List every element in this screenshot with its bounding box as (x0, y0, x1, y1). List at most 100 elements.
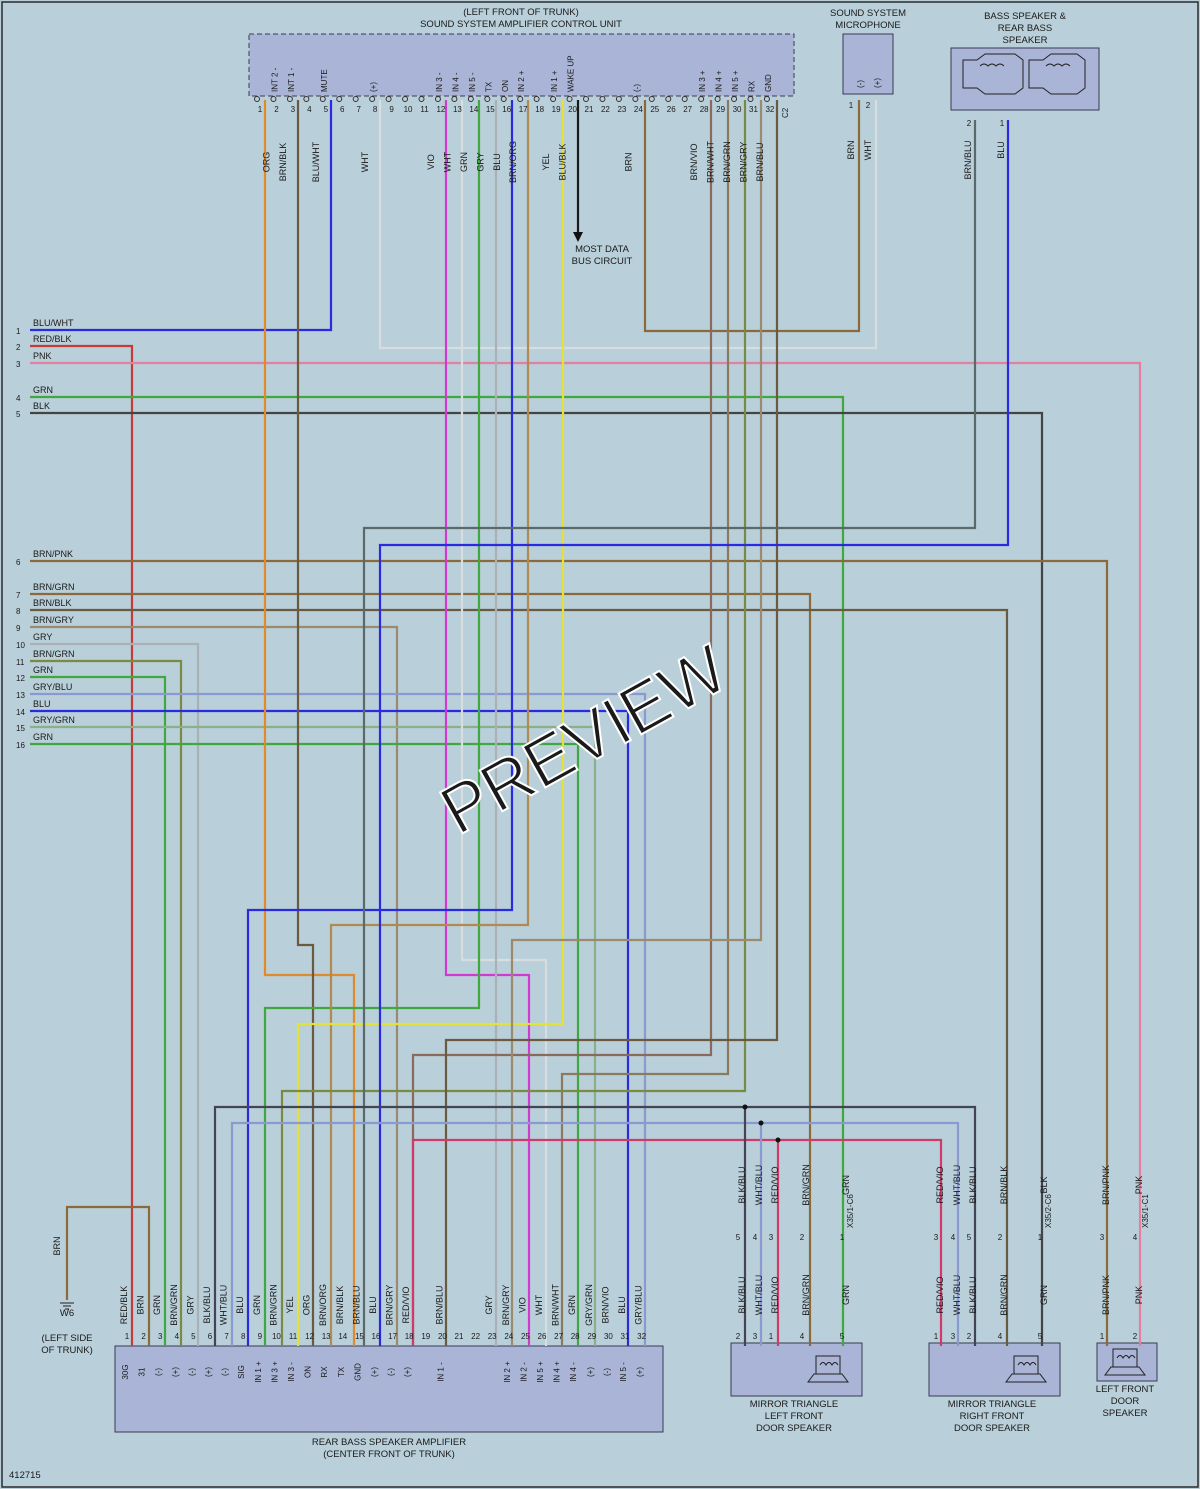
amp-pin-14: 14 (469, 105, 478, 114)
rear-wire-color-23: GRY (484, 1295, 494, 1314)
rear-func-11: IN 3 - (287, 1362, 296, 1382)
rear-wire-color-7: WHT/BLU (219, 1285, 229, 1326)
amp-wire-color-24: BRN (623, 152, 633, 171)
right-spk-bot-pin-4: 5 (1038, 1332, 1043, 1341)
rear-pin-18: 18 (405, 1332, 414, 1341)
amp-func-19: IN 1 + (550, 70, 559, 92)
rear-func-31: IN 5 - (619, 1362, 628, 1382)
right-spk-bot-pin-0: 1 (934, 1332, 939, 1341)
wire-ground (65, 1205, 151, 1346)
rear-pin-5: 5 (191, 1332, 196, 1341)
mic-func-1: (-) (856, 80, 865, 88)
amp-pin-15: 15 (486, 105, 495, 114)
amp-func-5: MUTE (320, 69, 329, 92)
rear-wire-color-8: BLU (235, 1296, 245, 1314)
left-wire-color-2: RED/BLK (33, 334, 72, 344)
left-wire-num-5: 5 (16, 410, 21, 419)
right-spk-top-pin-4: 1 (1038, 1233, 1043, 1242)
left-wire-num-8: 8 (16, 607, 21, 616)
bass-speaker-icon (962, 53, 1086, 95)
wire-left-7 (30, 592, 812, 1346)
left-spk-top-pin-0: 5 (736, 1233, 741, 1242)
rear-pin-16: 16 (372, 1332, 381, 1341)
left-wire-color-1: BLU/WHT (33, 318, 74, 328)
rear-wire-color-32: GRY/BLU (634, 1285, 644, 1324)
rear-pin-31: 31 (621, 1332, 630, 1341)
left-speaker-title-2: LEFT FRONT (765, 1411, 824, 1422)
rear-func-16: (+) (370, 1367, 379, 1377)
left-wire-num-12: 12 (16, 674, 25, 683)
rear-wire-color-13: BRN/ORG (318, 1284, 328, 1326)
rear-func-27: IN 4 + (553, 1361, 562, 1383)
amp-func-3: INT 1 - (287, 67, 296, 92)
amp-terminal-23 (615, 96, 622, 102)
amp-wire-color-20: BLU/BLK (558, 143, 568, 180)
left-wire-color-15: GRY/GRN (33, 715, 75, 725)
right-mirror-speaker-box (928, 1342, 1061, 1397)
left-wire-color-16: GRN (33, 732, 53, 742)
amp-wire-color-14: GRN (459, 152, 469, 172)
ground-id: W6 (60, 1308, 74, 1319)
bass-title-1: BASS SPEAKER & (984, 11, 1067, 22)
rear-func-15: GND (353, 1363, 362, 1381)
rear-wire-color-14: BRN/BLK (335, 1286, 345, 1325)
door-spk-top-pin-0: 3 (1100, 1233, 1105, 1242)
amp-func-17: IN 2 + (517, 70, 526, 92)
door-speaker-icon (1104, 1348, 1146, 1376)
ground-label-1: (LEFT SIDE (41, 1333, 92, 1344)
amp-terminal-30 (731, 96, 738, 102)
rear-pin-9: 9 (258, 1332, 263, 1341)
wire-left-8 (30, 608, 1009, 1346)
amp-wire-color-30: BRN/GRN (722, 141, 732, 183)
amp-wire-color-17: BRN/ORG (508, 141, 518, 183)
right-spk-bot-color-2: BLK/BLU (968, 1276, 978, 1313)
wire-left-6 (30, 559, 1109, 1346)
left-spk-bot-pin-2: 1 (769, 1332, 774, 1341)
bass-speaker-box (950, 47, 1100, 111)
left-spk-top-pin-1: 4 (753, 1233, 758, 1242)
amp-terminal-6 (336, 96, 343, 102)
amp-terminal-2 (270, 96, 277, 102)
amp-func-30: IN 5 + (731, 70, 740, 92)
rear-func-25: IN 2 - (519, 1362, 528, 1382)
wire-left-5 (30, 411, 1044, 1346)
left-wire-color-8: BRN/BLK (33, 598, 72, 608)
rear-pin-7: 7 (224, 1332, 229, 1341)
bass-wire-color-1: BRN/BLU (963, 140, 973, 179)
left-wire-color-3: PNK (33, 351, 52, 361)
amp-pin-24: 24 (634, 105, 643, 114)
amp-terminal-19 (550, 96, 557, 102)
left-wire-num-1: 1 (16, 327, 21, 336)
rear-pin-12: 12 (305, 1332, 314, 1341)
rear-func-8: SIG (237, 1365, 246, 1379)
amp-pin-2: 2 (274, 105, 279, 114)
amp-wire-color-31: BRN/GRY (739, 142, 749, 183)
amp-func-16: ON (501, 80, 510, 92)
door-spk-bot-color-0: BRN/PNK (1101, 1275, 1111, 1315)
amp-pin-16: 16 (502, 105, 511, 114)
amp-terminal-10 (402, 96, 409, 102)
amp-terminal-9 (385, 96, 392, 102)
left-spk-bot-color-4: GRN (841, 1285, 851, 1305)
amp-connector-id: C2 (781, 107, 790, 118)
left-spk-top-color-4: GRN (841, 1175, 851, 1195)
wire-in4- (460, 100, 548, 1346)
rear-pin-29: 29 (587, 1332, 596, 1341)
rear-pin-20: 20 (438, 1332, 447, 1341)
wire-left-13 (30, 692, 647, 1346)
left-spk-bot-pin-4: 5 (840, 1332, 845, 1341)
rear-func-7: (-) (221, 1368, 230, 1376)
amp-pin-4: 4 (307, 105, 312, 114)
door-spk-bot-pin-0: 1 (1100, 1332, 1105, 1341)
rear-func-20: IN 1 - (436, 1362, 445, 1382)
wire-left-4 (30, 395, 845, 1346)
right-spk-bot-color-0: RED/VIO (935, 1276, 945, 1313)
rear-wire-color-27: BRN/WHT (551, 1284, 561, 1326)
amp-func-12: IN 3 - (435, 72, 444, 92)
amp-func-29: IN 4 + (715, 70, 724, 92)
amp-terminal-25 (648, 96, 655, 102)
bass-pin-1: 1 (1000, 119, 1005, 128)
amp-wire-color-28: BRN/VIO (689, 143, 699, 180)
